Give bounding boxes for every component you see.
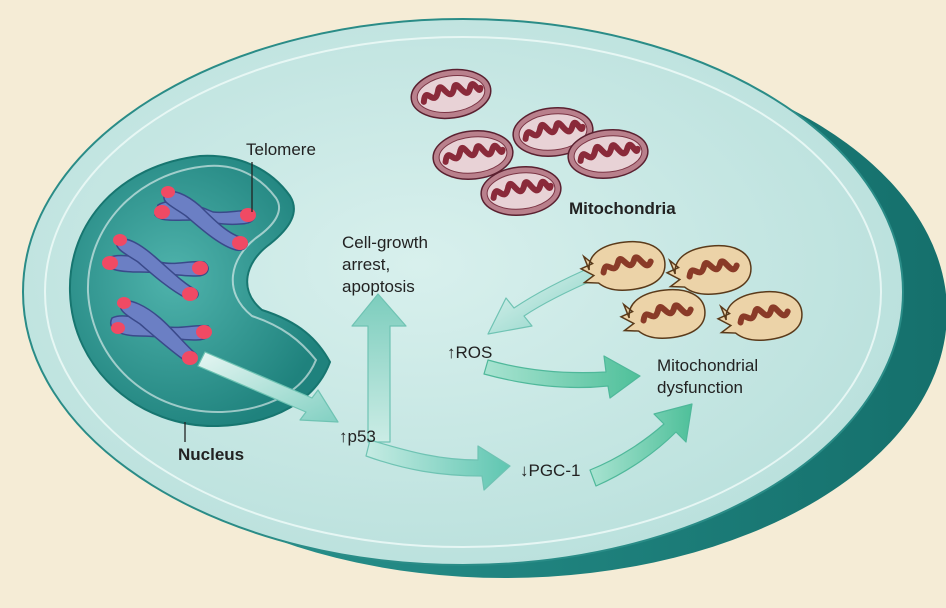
nucleus-membrane: [86, 164, 318, 414]
damaged-mitochondrion: [619, 288, 706, 339]
mitochondrion: [567, 129, 649, 179]
mitochondrion: [432, 130, 514, 180]
pgc1-label: ↓PGC-1: [520, 461, 581, 480]
arrow-pgc1-to-dysfunction: [589, 403, 693, 487]
arrow-ros-to-dysfunction: [483, 355, 641, 399]
arrow-to-growth-arrest: [351, 293, 407, 443]
growth-arrest-label-line1: Cell-growth: [342, 233, 428, 252]
p53-label: ↑p53: [339, 427, 376, 446]
chromosome-1: [154, 186, 256, 252]
telomere-label: Telomere: [246, 140, 316, 159]
chromosome-2: [102, 234, 209, 301]
mitochondrion: [512, 107, 594, 157]
dysfunction-label-line1: Mitochondrial: [657, 356, 759, 375]
growth-arrest-label-line2: arrest,: [342, 255, 391, 274]
nucleus-label: Nucleus: [178, 445, 245, 464]
mitochondrion: [480, 166, 562, 216]
arrow-mito-to-ros: [487, 265, 599, 335]
growth-arrest-label-line3: apoptosis: [342, 277, 415, 296]
cell-inner-rim: [44, 36, 882, 548]
damaged-mitochondrion: [716, 290, 803, 341]
nucleus: [68, 154, 332, 428]
dysfunctional-mitochondria: [579, 240, 803, 341]
mitochondrion: [410, 68, 492, 120]
damaged-mitochondrion: [579, 240, 666, 291]
ros-label: ↑ROS: [447, 343, 493, 362]
healthy-mitochondria: [410, 68, 649, 216]
mitochondria-label: Mitochondria: [569, 199, 676, 218]
arrow-to-pgc1: [365, 439, 511, 491]
chromosome-3: [110, 297, 212, 365]
damaged-mitochondrion: [665, 244, 752, 295]
arrow-to-p53: [197, 351, 339, 423]
dysfunction-label-line2: dysfunction: [657, 378, 743, 397]
